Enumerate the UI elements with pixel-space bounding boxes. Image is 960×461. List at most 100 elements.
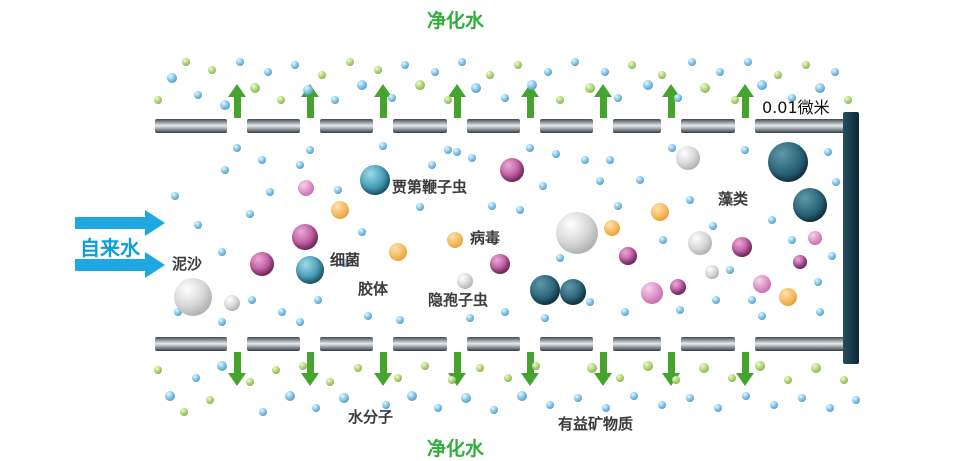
water-molecule-dot <box>815 83 825 93</box>
water-molecule-dot <box>217 361 227 371</box>
water-molecule-dot <box>571 58 579 66</box>
bacteria-particle <box>296 256 324 284</box>
water-molecule-dot <box>539 182 547 190</box>
water-molecule-dot <box>676 306 684 314</box>
cryptosporidium-label: 隐孢子虫 <box>428 291 489 309</box>
water-molecule-dot <box>546 401 554 409</box>
water-molecule-dot <box>220 100 230 110</box>
water-molecule-dot <box>264 68 272 76</box>
water-molecule-dot <box>341 259 349 267</box>
giardia-particle <box>500 158 524 182</box>
mineral-dot <box>731 96 739 104</box>
water-molecule-dot <box>826 404 834 412</box>
giardia-particle <box>732 237 752 257</box>
membrane-segment <box>755 119 845 133</box>
water-molecule-dot <box>614 94 622 102</box>
water-molecule-dot <box>296 161 304 169</box>
water-molecule-dot <box>688 58 696 66</box>
arrow-head <box>736 84 754 97</box>
water-molecule-dot <box>461 393 471 403</box>
water-molecule-dot <box>636 176 644 184</box>
water-molecule-dot <box>748 296 756 304</box>
water-molecule-dot <box>686 394 694 402</box>
water-molecule-dot <box>758 312 766 320</box>
mineral-dot <box>643 361 653 371</box>
flow-arrow-down <box>736 352 754 386</box>
arrow-stem <box>75 217 145 229</box>
water-molecule-dot <box>401 61 409 69</box>
water-molecule-dot <box>621 308 629 316</box>
water-molecule-dot <box>194 91 202 99</box>
water-molecule-dot <box>165 391 175 401</box>
water-molecule-dot <box>236 58 244 66</box>
water-molecule-dot <box>194 221 202 229</box>
water-molecule-dot <box>466 314 474 322</box>
water-molecule-dot <box>552 150 560 158</box>
water-molecule-dot <box>314 296 322 304</box>
arrow-head <box>145 210 165 236</box>
arrow-head <box>374 84 392 97</box>
membrane-segment <box>393 337 447 351</box>
giardia-particle <box>670 279 686 295</box>
water-molecule-dot <box>285 391 295 401</box>
giardia-particle <box>250 252 274 276</box>
water-molecule-dot <box>831 68 839 76</box>
virus-particle <box>808 231 822 245</box>
mineral-dot <box>444 96 452 104</box>
membrane-segment <box>613 119 661 133</box>
water-molecule-dot <box>468 154 476 162</box>
mineral-dot <box>486 71 494 79</box>
mineral-dot <box>246 378 254 386</box>
water-molecule-dot <box>357 80 367 90</box>
water-molecule-dot <box>278 308 286 316</box>
water-molecule-dot <box>174 308 182 316</box>
water-molecule-dot <box>501 94 509 102</box>
mineral-dot <box>672 376 680 384</box>
arrow-head <box>594 84 612 97</box>
arrow-head <box>301 373 319 386</box>
mineral-dot <box>154 366 162 374</box>
water-molecule-dot <box>714 404 722 412</box>
arrow-stem <box>741 97 749 118</box>
water-molecule-dot <box>544 68 552 76</box>
membrane-segment <box>247 337 300 351</box>
water-molecule-dot <box>334 186 342 194</box>
mineral-dot <box>346 58 354 66</box>
giardia-particle <box>793 255 807 269</box>
mineral-dot <box>802 61 810 69</box>
mineral-dot <box>277 96 285 104</box>
mineral-dot <box>532 362 540 370</box>
colloid-particle <box>651 203 669 221</box>
giardia-particle <box>619 247 637 265</box>
water-molecule-dot <box>586 298 594 306</box>
water-molecule-dot <box>659 236 667 244</box>
virus-particle <box>641 282 663 304</box>
tap-water-inflow-arrow-top <box>75 210 167 236</box>
arrow-stem <box>599 352 607 373</box>
purified-water-title-bottom: 净化水 <box>427 438 485 460</box>
algae-label: 藻类 <box>718 190 749 208</box>
mineral-dot <box>840 376 848 384</box>
water-molecule-dot <box>248 296 256 304</box>
bacteria-label: 细菌 <box>330 251 361 269</box>
sediment-particle <box>224 295 240 311</box>
water-molecule-dot <box>516 206 524 214</box>
cryptosporidium-particle <box>530 275 560 305</box>
tap-water-label: 自来水 <box>80 236 140 260</box>
water-molecule-dot <box>726 266 734 274</box>
membrane-segment <box>393 119 447 133</box>
water-molecule-dot <box>574 394 582 402</box>
water-molecule-dot <box>453 148 461 156</box>
purified-water-title-top: 净化水 <box>427 10 485 32</box>
water-molecule-dot <box>303 85 313 95</box>
mineral-dot <box>421 362 429 370</box>
arrow-stem <box>667 97 675 118</box>
arrow-stem <box>379 97 387 118</box>
mineral-dot <box>628 61 636 69</box>
water-molecule-dot <box>602 404 610 412</box>
virus-particle <box>753 275 771 293</box>
sediment-particle <box>556 212 598 254</box>
cryptosporidium-particle <box>793 188 827 222</box>
flow-arrow-up <box>228 84 246 118</box>
water-molecule-dot <box>458 58 466 66</box>
